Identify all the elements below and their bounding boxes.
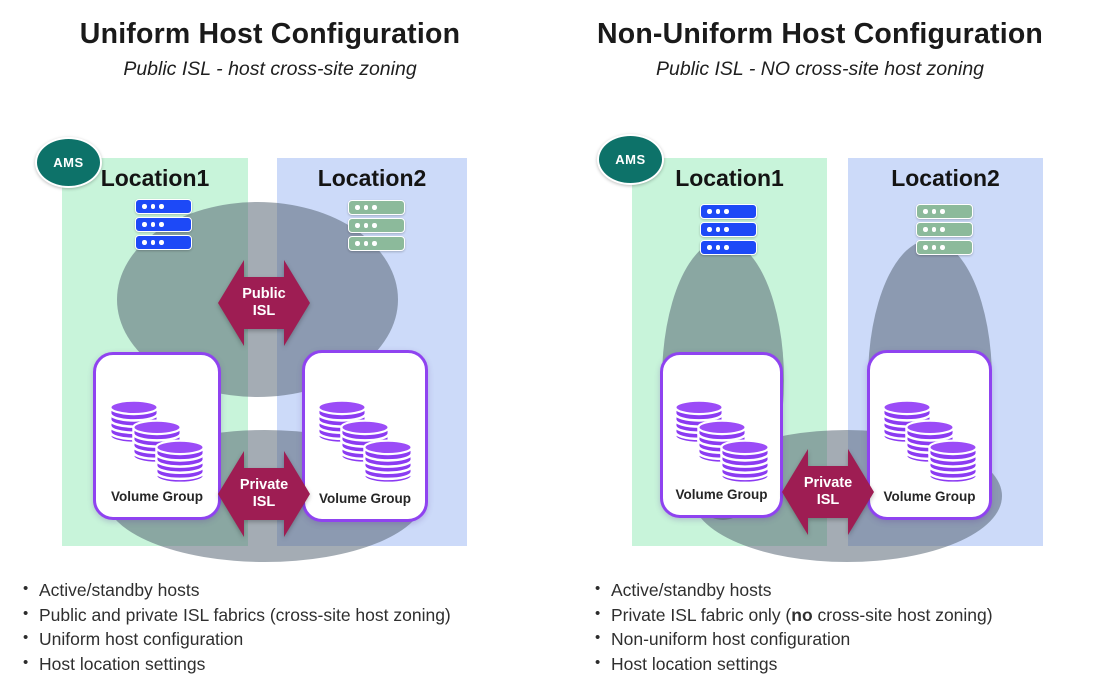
private-isl-label-line2: ISL <box>252 494 276 510</box>
volume-group-box: Volume Group <box>93 352 221 520</box>
bullet-item: Non-uniform host configuration <box>592 626 1105 652</box>
volume-group-label: Volume Group <box>318 491 411 506</box>
volume-group-label: Volume Group <box>675 487 768 502</box>
bullet-item: Active/standby hosts <box>20 577 565 603</box>
disk-stack-icon <box>155 439 205 485</box>
bullet-text: Non-uniform host configuration <box>611 629 851 650</box>
disk-stack-icon <box>928 439 978 485</box>
disk-stack-icon <box>363 439 413 485</box>
server-icon <box>916 222 973 237</box>
private-isl-label-line1: Private <box>803 475 853 491</box>
bullet-text: cross-site host zoning) <box>812 604 993 625</box>
bullet-text: Public and private ISL fabrics (cross-si… <box>39 604 451 625</box>
bullet-text: Uniform host configuration <box>39 629 244 650</box>
volume-group-label: Volume Group <box>883 489 976 504</box>
volume-group-label: Volume Group <box>110 489 203 504</box>
server-icon <box>348 218 405 233</box>
disk-stack-icon <box>720 439 770 485</box>
left-panel-title: Uniform Host Configuration <box>79 18 461 50</box>
bullet-text: Host location settings <box>611 653 778 674</box>
location1-label: Location1 <box>100 165 210 191</box>
bullet-text: Host location settings <box>39 653 206 674</box>
ams-label: AMS <box>615 152 646 167</box>
location1-server-stack <box>700 204 757 258</box>
volume-group-box: Volume Group <box>660 352 783 518</box>
ams-badge: AMS <box>597 134 664 185</box>
ams-badge: AMS <box>35 137 102 188</box>
private-isl-arrow: Private ISL <box>782 449 874 535</box>
private-isl-arrow: Private ISL <box>218 451 310 537</box>
right-panel-subtitle: Public ISL - NO cross-site host zoning <box>655 58 985 80</box>
volume-group-box: Volume Group <box>867 350 992 520</box>
server-icon <box>348 236 405 251</box>
right-panel-title: Non-Uniform Host Configuration <box>596 18 1044 50</box>
bullet-item: Uniform host configuration <box>20 626 565 652</box>
ams-label: AMS <box>53 155 84 170</box>
bullet-bold-text: no <box>791 604 813 625</box>
server-icon <box>135 199 192 214</box>
location2-server-stack <box>916 204 973 258</box>
location2-server-stack <box>348 200 405 254</box>
server-icon <box>700 222 757 237</box>
location2-label: Location2 <box>891 165 1000 191</box>
volume-group-box: Volume Group <box>302 350 428 522</box>
bullet-text: Active/standby hosts <box>39 580 200 600</box>
server-icon <box>135 217 192 232</box>
bullet-item: Public and private ISL fabrics (cross-si… <box>20 602 565 628</box>
bullet-item: Active/standby hosts <box>592 577 1105 603</box>
server-icon <box>348 200 405 215</box>
bullet-item: Host location settings <box>592 651 1105 677</box>
server-icon <box>135 235 192 250</box>
location1-label: Location1 <box>675 165 784 191</box>
public-isl-label-line1: Public <box>242 286 286 302</box>
public-isl-arrow: Public ISL <box>218 260 310 346</box>
private-isl-label-line1: Private <box>239 477 289 493</box>
server-icon <box>916 240 973 255</box>
bullet-item: Host location settings <box>20 651 565 677</box>
private-isl-label-line2: ISL <box>816 492 840 508</box>
left-panel-subtitle: Public ISL - host cross-site zoning <box>123 58 417 80</box>
public-isl-label-line2: ISL <box>252 303 276 319</box>
server-icon <box>700 240 757 255</box>
bullet-item: Private ISL fabric only (no cross-site h… <box>592 602 1105 628</box>
bullet-text: Private ISL fabric only ( <box>611 604 792 625</box>
server-icon <box>916 204 973 219</box>
bullet-text: Active/standby hosts <box>611 580 772 600</box>
left-bullet-list: Active/standby hosts Public and private … <box>20 577 565 677</box>
right-bullet-list: Active/standby hosts Private ISL fabric … <box>592 577 1105 677</box>
location1-server-stack <box>135 199 192 253</box>
server-icon <box>700 204 757 219</box>
location2-label: Location2 <box>317 165 427 191</box>
